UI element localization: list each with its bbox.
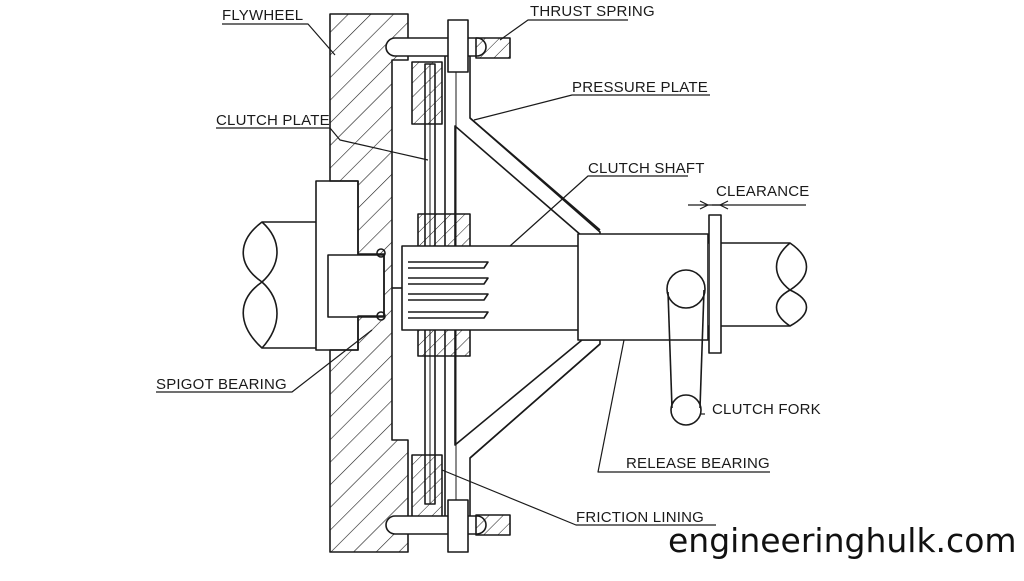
label-flywheel: FLYWHEEL — [222, 7, 303, 24]
label-spigot-bearing: SPIGOT BEARING — [156, 376, 287, 393]
spigot-bearing-ball-bottom — [376, 311, 386, 321]
label-clearance: CLEARANCE — [716, 183, 810, 200]
clutch-shaft — [392, 233, 808, 341]
spigot-socket — [327, 254, 385, 318]
spigot-bearing-ball-top — [376, 248, 386, 258]
label-clutch-shaft: CLUTCH SHAFT — [588, 160, 705, 177]
crankshaft — [242, 221, 318, 349]
thrust-spring-bottom — [385, 499, 511, 553]
friction-lining-bottom — [411, 454, 443, 518]
label-clutch-fork: CLUTCH FORK — [712, 401, 821, 418]
flywheel — [329, 13, 409, 553]
label-release-bearing: RELEASE BEARING — [626, 455, 770, 472]
friction-lining-top — [411, 61, 443, 125]
watermark-text: engineeringhulk.com — [668, 521, 1017, 560]
clearance-arrow-right — [699, 200, 709, 210]
clearance-arrow-left — [719, 200, 729, 210]
label-thrust-spring: THRUST SPRING — [530, 3, 655, 20]
thrust-spring-top — [385, 19, 511, 73]
label-pressure-plate: PRESSURE PLATE — [572, 79, 708, 96]
clutch-fork — [666, 269, 706, 426]
leader-lines — [156, 19, 806, 526]
label-friction-lining: FRICTION LINING — [576, 509, 704, 526]
release-bearing — [708, 214, 722, 354]
label-clutch-plate: CLUTCH PLATE — [216, 112, 330, 129]
